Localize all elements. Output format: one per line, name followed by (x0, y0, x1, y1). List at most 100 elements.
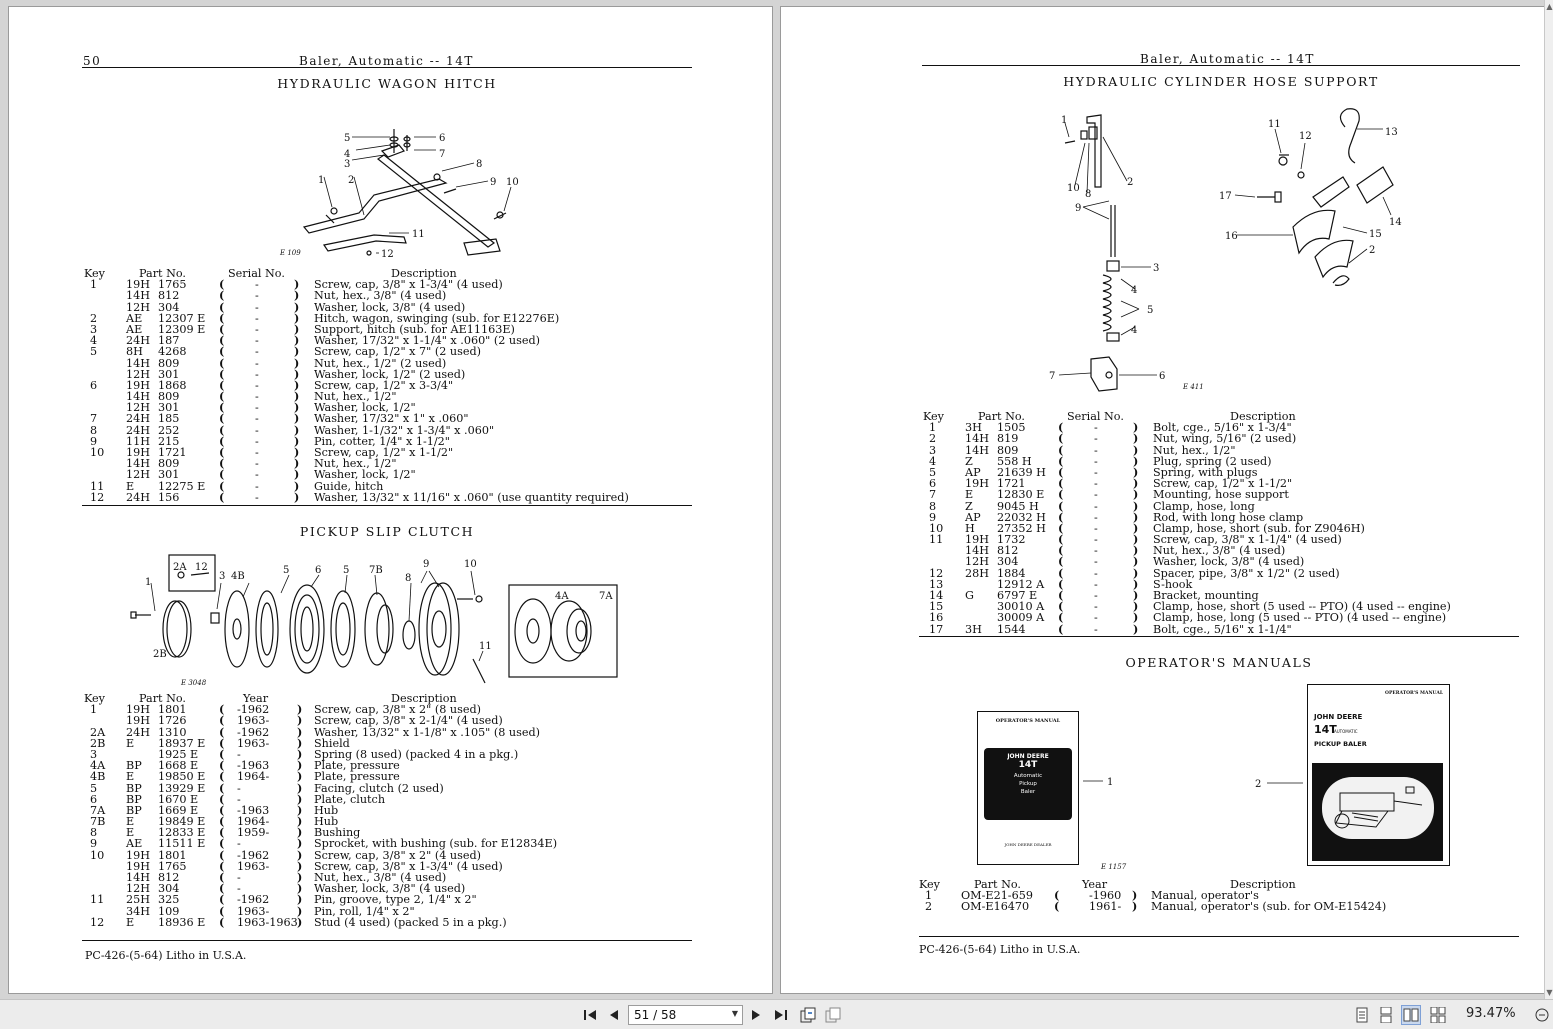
cell-part-prefix: AE (126, 322, 143, 336)
cell-serial: - (1094, 499, 1098, 513)
cell-serial: - (1094, 454, 1098, 468)
callout-7b: 7B (369, 565, 383, 576)
scroll-down-icon[interactable]: ▼ (1546, 988, 1553, 997)
rotate-icon[interactable] (798, 1005, 818, 1025)
cell-serial: - (1094, 465, 1098, 479)
cell-description: Spacer, pipe, 3/8" x 1/2" (2 used) (1153, 566, 1340, 580)
paren-close: ) (297, 858, 303, 873)
cell-key: 13 (929, 577, 944, 591)
col-key: Key (84, 267, 105, 280)
paren-open: ( (219, 422, 225, 437)
cell-part-number: 301 (158, 367, 180, 381)
callout-14: 14 (1389, 217, 1402, 228)
cell-part-number: 1868 (158, 378, 187, 392)
cell-description: Nut, hex., 3/8" (4 used) (1153, 544, 1286, 558)
two-page-icon[interactable] (1401, 1005, 1421, 1025)
page-number-input[interactable]: 51 / 58 ▼ (628, 1005, 743, 1025)
cell-key: 3 (90, 322, 98, 336)
paren-open: ( (219, 870, 225, 884)
paren-close: ) (1133, 509, 1139, 524)
cell-serial: - (1094, 443, 1098, 457)
cell-description: Washer, 1-1/32" x 1-3/4" x .060" (314, 423, 495, 437)
callout-12: 12 (381, 249, 394, 260)
cell-part-number: 1732 (997, 533, 1026, 547)
cell-serial: - (255, 390, 259, 404)
cell-key: 1 (925, 889, 933, 903)
paren-close: ) (1133, 588, 1139, 602)
two-page-continuous-icon[interactable] (1428, 1005, 1448, 1025)
cell-serial: -1962 (237, 893, 270, 907)
paren-close: ) (294, 366, 300, 381)
cell-serial: - (1094, 521, 1098, 535)
cell-part-prefix: AP (965, 510, 981, 524)
cell-serial: - (255, 468, 259, 482)
col-part: Part No. (139, 267, 186, 280)
cell-part-number: 4268 (158, 345, 187, 359)
cell-part-number: 12275 E (158, 479, 206, 493)
vertical-scrollbar[interactable]: ▲ ▼ (1544, 0, 1553, 999)
footer-rule (82, 940, 692, 941)
cell-description: Screw, cap, 3/8" x 1-3/4" (4 used) (314, 278, 503, 292)
cell-key: 10 (90, 848, 105, 862)
chevron-down-icon[interactable]: ▼ (731, 1009, 738, 1018)
fit-icon[interactable] (823, 1005, 843, 1025)
cell-part-number: 185 (158, 412, 180, 426)
first-page-icon[interactable] (580, 1005, 600, 1025)
callout-10: 10 (1067, 183, 1080, 194)
paren-close: ) (294, 299, 300, 314)
cell-key: 15 (929, 600, 944, 614)
cell-part-number: 12307 E (158, 311, 206, 325)
zoom-level[interactable]: 93.47% (1466, 1006, 1516, 1021)
manual-cover-2: OPERATOR'S MANUAL JOHN DEERE 14T AUTOMAT… (1307, 684, 1450, 866)
cell-serial: - (237, 747, 241, 761)
table-header-row: Key Part No. Serial No. Description (923, 411, 1543, 422)
cell-part-number: 19850 E (158, 770, 206, 784)
paren-close: ) (1133, 431, 1139, 446)
callout-2: 2 (348, 175, 354, 186)
cell-description: Washer, lock, 3/8" (4 used) (314, 882, 466, 896)
cell-part-number: 809 (997, 443, 1019, 457)
cell-part-number: 1801 (158, 703, 187, 717)
cell-part-number: 1726 (158, 714, 187, 728)
next-page-icon[interactable] (746, 1005, 766, 1025)
paren-close: ) (297, 724, 303, 739)
cell-part-prefix: BP (126, 759, 142, 773)
cell-part-number: 1721 (997, 477, 1026, 491)
cell-part-prefix: 14H (126, 871, 150, 884)
cell-part-prefix: E (126, 815, 135, 829)
cell-description: Washer, 17/32" x 1" x .060" (314, 412, 469, 426)
single-page-icon[interactable] (1352, 1005, 1372, 1025)
continuous-icon[interactable] (1376, 1005, 1396, 1025)
scroll-up-icon[interactable]: ▲ (1546, 2, 1553, 11)
cell-part-number: 809 (158, 356, 180, 370)
cell-part-prefix: 24H (126, 490, 150, 504)
cell-part-number: 13929 E (158, 781, 206, 795)
cell-part-prefix: 34H (126, 904, 150, 918)
prev-page-icon[interactable] (604, 1005, 624, 1025)
cell-serial: -1962 (237, 848, 270, 862)
paren-open: ( (1058, 621, 1064, 636)
paren-open: ( (219, 858, 225, 873)
paren-close: ) (294, 400, 300, 415)
zoom-out-icon[interactable] (1532, 1005, 1552, 1025)
manual2-brand: JOHN DEERE (1314, 713, 1363, 721)
cell-serial: - (1094, 510, 1098, 524)
cell-part-number: 301 (158, 468, 180, 482)
cell-part-prefix: E (126, 770, 135, 784)
section-rule (919, 636, 1519, 637)
cell-key: 7B (90, 815, 106, 829)
paren-close: ) (297, 702, 303, 717)
cell-key: 4 (90, 334, 98, 348)
baler-image (1334, 786, 1423, 829)
last-page-icon[interactable] (771, 1005, 791, 1025)
